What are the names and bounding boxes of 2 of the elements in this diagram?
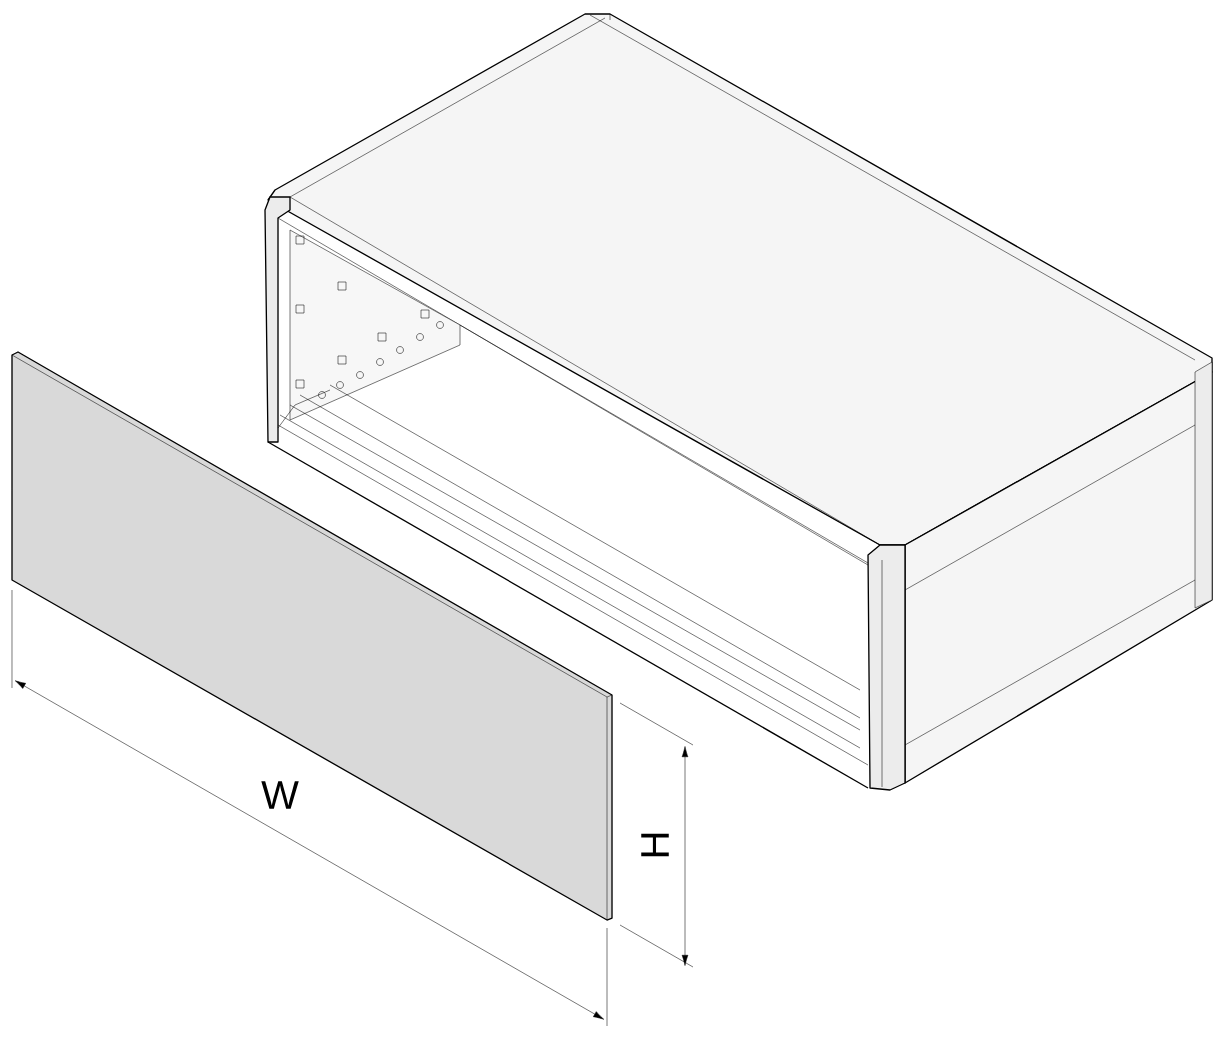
dimension-label: W: [261, 781, 299, 809]
dimension-label: H: [641, 833, 669, 857]
